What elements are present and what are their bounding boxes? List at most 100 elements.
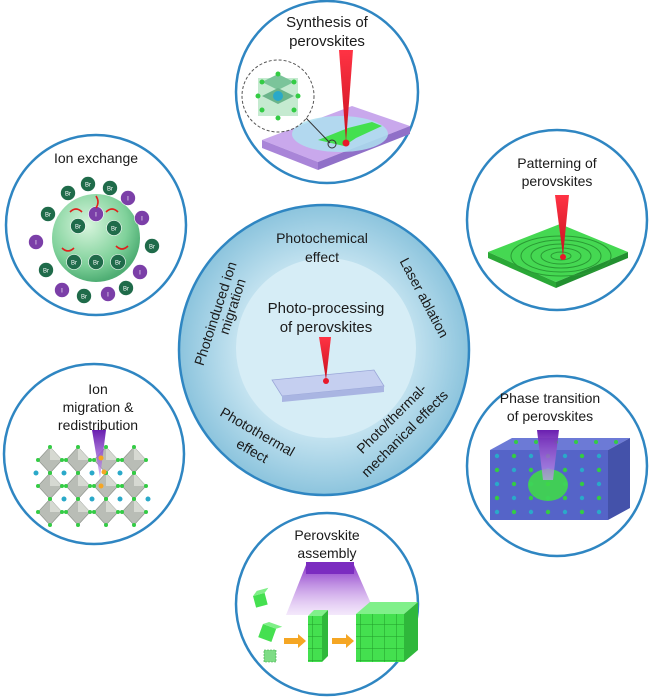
bromide-ion: [76, 288, 92, 304]
lattice-atom: [562, 453, 568, 459]
lattice-atom: [511, 467, 517, 473]
ion-migration-title: Ion: [88, 381, 107, 397]
octahedron-facet: [106, 447, 118, 460]
ion-migration-laser-beam: [92, 430, 106, 478]
lattice-atom: [494, 467, 500, 473]
octahedron-facet: [50, 447, 62, 460]
lattice-atom: [494, 481, 500, 487]
lattice-atom: [596, 495, 602, 501]
patterning-rings: [510, 235, 612, 277]
patterning-title: Patterning of: [517, 155, 596, 171]
bromide-ion: [40, 206, 56, 222]
cation-atom: [89, 470, 95, 476]
phase-transition-title-2: of perovskites: [507, 408, 593, 424]
lattice-atom: [579, 453, 585, 459]
phase-transition-laser-beam: [537, 430, 559, 480]
bromide-ion-label: Br: [149, 245, 155, 251]
cation-atom: [89, 496, 95, 502]
patterning-film-side: [488, 252, 556, 288]
bromide-ion: [38, 262, 54, 278]
iodide-ion: [120, 190, 136, 206]
lattice-atom: [579, 467, 585, 473]
halide-atom: [116, 510, 120, 514]
halide-atom: [60, 510, 64, 514]
bromide-ion-label: Br: [43, 269, 49, 275]
synthesis-zoom-target: [327, 139, 337, 149]
lattice-atom: [511, 509, 517, 515]
assembly-column-top: [308, 610, 328, 616]
patterning-laser-spot: [560, 254, 566, 260]
lattice-atom: [596, 467, 602, 473]
halide-atom: [48, 445, 52, 449]
lattice-atom: [562, 495, 568, 501]
satellite-patterning: Patterning of perovskites: [465, 128, 649, 312]
phase-transition-green-core: [528, 469, 568, 501]
halide-atom: [92, 484, 96, 488]
bromide-ion-label: Br: [71, 261, 77, 267]
synthesis-crystal-icon: [255, 71, 301, 121]
octahedron-facet: [78, 473, 90, 486]
lattice-atom: [562, 467, 568, 473]
center-hub: Photochemical effect Laser ablation Phot…: [177, 203, 471, 497]
assembly-column: [308, 616, 322, 662]
ring-label-photochemical-2: effect: [305, 249, 339, 265]
bromide-ion: [70, 218, 86, 234]
assembly-title-2: assembly: [297, 545, 356, 561]
ion-migration-title-3: redistribution: [58, 417, 138, 433]
bromide-ion: [118, 280, 134, 296]
lattice-atom: [528, 467, 534, 473]
iodide-ion-label: I: [127, 197, 129, 203]
synthesis-laser-spot: [342, 139, 350, 147]
bromide-ion-label: Br: [111, 227, 117, 233]
halide-atom: [60, 484, 64, 488]
bromide-ion-label: Br: [81, 295, 87, 301]
lattice-atom: [494, 495, 500, 501]
cation-atom: [117, 496, 123, 502]
octahedron-facet: [134, 473, 146, 486]
iodide-ion: [28, 234, 44, 250]
halide-atom: [88, 484, 92, 488]
bromide-ion: [80, 176, 96, 192]
lattice-atom: [528, 509, 534, 515]
cation-atom: [33, 470, 39, 476]
halide-atom: [144, 458, 148, 462]
lattice-atom: [579, 509, 585, 515]
halide-atom: [76, 523, 80, 527]
lattice-atom: [511, 453, 517, 459]
synthesis-title: Synthesis of: [286, 14, 369, 31]
iodide-ion: [100, 286, 116, 302]
bromide-ion: [110, 254, 126, 270]
halide-atom: [104, 497, 108, 501]
lattice-atom: [545, 509, 551, 515]
halide-atom: [132, 471, 136, 475]
halide-atom: [48, 523, 52, 527]
halide-atom: [76, 445, 80, 449]
halide-atom: [48, 497, 52, 501]
halide-atom: [36, 458, 40, 462]
bromide-ion: [102, 180, 118, 196]
bromide-ion: [106, 220, 122, 236]
patterning-laser-beam: [555, 195, 569, 256]
cation-atom: [61, 470, 67, 476]
lattice-atom: [534, 440, 538, 444]
synthesis-zoom-line: [305, 117, 331, 144]
lattice-atom: [494, 453, 500, 459]
halide-atom: [48, 471, 52, 475]
iodide-ion-label: I: [139, 271, 141, 277]
halide-atom: [64, 458, 68, 462]
lattice-atom: [579, 495, 585, 501]
halide-atom: [88, 458, 92, 462]
halide-atom: [92, 510, 96, 514]
bromide-ion: [60, 185, 76, 201]
lattice-atom: [511, 495, 517, 501]
center-laser-beam: [319, 337, 331, 380]
assembly-arrow-1: [284, 634, 306, 648]
patterning-title-2: perovskites: [522, 173, 593, 189]
octahedron-facet: [78, 499, 90, 512]
bromide-ion: [144, 238, 160, 254]
ion-exchange-title: Ion exchange: [54, 150, 138, 166]
halide-atom: [116, 458, 120, 462]
